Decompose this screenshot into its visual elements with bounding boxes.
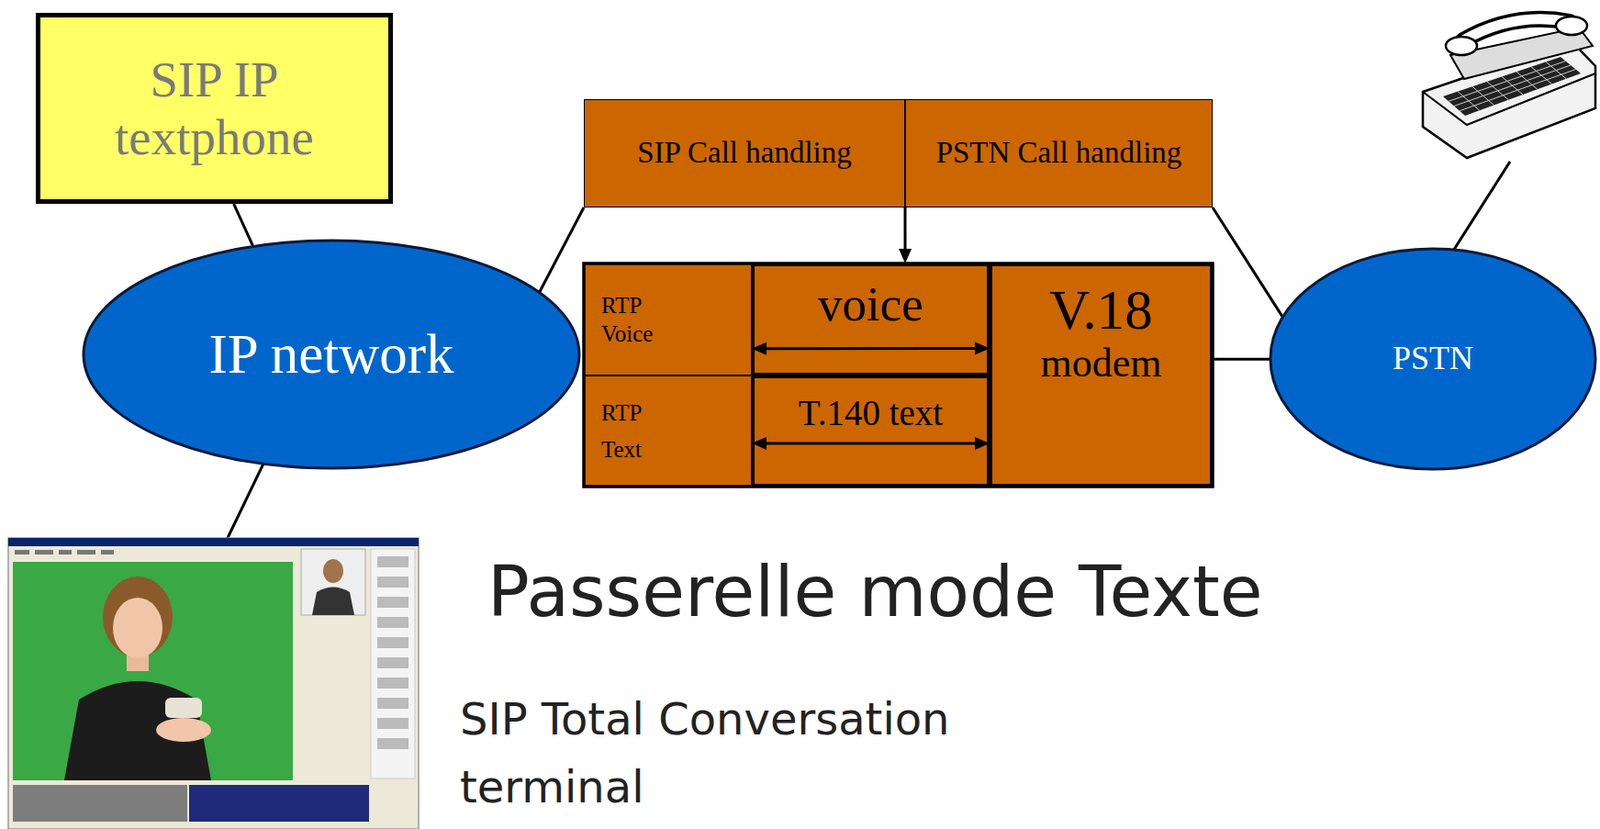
menu-mark — [77, 549, 96, 555]
node-content: voice — [817, 277, 924, 331]
key-column — [1516, 71, 1538, 90]
toolbar-icon — [377, 717, 409, 729]
node-content: RTP Text — [601, 394, 675, 469]
terminal-screenshot — [8, 537, 419, 829]
node-content: PSTN Call handling — [936, 134, 1183, 172]
toolbar-icon — [377, 556, 409, 568]
handset-cup — [1555, 16, 1588, 35]
window-titlebar — [8, 537, 419, 547]
person-hair — [102, 576, 173, 658]
toolbar-icon — [377, 596, 409, 608]
connector-line — [539, 207, 584, 292]
self-view-body — [312, 587, 355, 616]
key-row — [1454, 65, 1571, 107]
key-column — [1531, 67, 1553, 85]
node-content: V.18modem — [1040, 280, 1163, 389]
toolbar-icon — [377, 637, 409, 649]
text-pane — [189, 784, 370, 822]
toolbar — [370, 548, 415, 779]
terminal-label: SIP Total Conversation terminal — [459, 684, 1094, 822]
node-label: RTP Text — [601, 394, 675, 469]
toolbar-icon — [377, 576, 409, 588]
node-sublabel: modem — [1040, 339, 1163, 389]
toolbar-icon — [377, 738, 409, 750]
node-label: RTP Voice — [601, 290, 675, 349]
textphone-illustration — [1422, 16, 1596, 158]
node-content: SIP IP textphone — [77, 50, 353, 168]
connector-line — [1212, 207, 1283, 316]
self-view-head — [323, 559, 344, 583]
key-row — [1459, 69, 1577, 112]
self-view — [301, 548, 366, 616]
key-column — [1457, 91, 1480, 112]
menu-mark — [58, 549, 72, 555]
node-label: SIP Call handling — [637, 134, 851, 172]
textphone-keyboard — [1443, 56, 1581, 116]
key-column — [1487, 81, 1509, 101]
node-content: PSTN — [1392, 339, 1474, 378]
node-label: PSTN Call handling — [936, 134, 1183, 172]
toolbar-icon — [377, 657, 409, 669]
ellipse-shape — [1270, 248, 1596, 470]
node-label: T.140 text — [798, 392, 943, 435]
menu-mark — [34, 549, 54, 555]
ellipse-shape — [83, 240, 580, 469]
call-handling-box: SIP Call handling — [583, 99, 906, 208]
connector-line — [234, 203, 254, 246]
rtp-box: RTP Voice — [583, 263, 752, 376]
node-label: SIP IP textphone — [77, 50, 353, 168]
network-ellipse: PSTN — [1268, 246, 1598, 471]
toolbar-icon — [377, 697, 409, 709]
key-row — [1448, 61, 1567, 102]
arrowhead — [898, 248, 912, 264]
node-content: T.140 text — [798, 392, 943, 435]
call-handling-box: PSTN Call handling — [905, 99, 1213, 208]
person-hand — [156, 717, 212, 742]
media-box: voice — [751, 263, 990, 376]
handset-outline — [1463, 19, 1570, 41]
gateway-media-region — [583, 263, 1213, 487]
node-label: PSTN — [1392, 339, 1474, 378]
textphone-box: SIP IP textphone — [35, 12, 393, 204]
node-content: IP network — [208, 322, 454, 387]
terminal-wire — [226, 463, 264, 540]
media-box: T.140 text — [751, 375, 990, 487]
network-ellipse: IP network — [81, 238, 582, 470]
node-content: SIP Call handling — [637, 134, 851, 172]
handset-cup — [1445, 36, 1477, 56]
key-column — [1472, 86, 1495, 105]
toolbar-icon — [377, 677, 409, 689]
rtp-box: RTP Text — [583, 375, 752, 487]
video-panel — [12, 561, 293, 781]
key-column — [1545, 61, 1567, 79]
toolbar-icon — [377, 616, 409, 628]
person-sleeve — [165, 697, 202, 718]
modem-box: V.18modem — [989, 263, 1213, 487]
person-body — [64, 681, 212, 781]
node-label: voice — [817, 277, 924, 331]
slide-title: Passerelle mode Texte — [487, 550, 1264, 633]
node-content: RTP Voice — [601, 290, 675, 349]
menu-mark — [100, 549, 114, 555]
connector-line — [1212, 358, 1270, 361]
keyboard-keys — [1448, 61, 1577, 112]
connector-arrow — [766, 346, 975, 350]
textphone-wire — [1450, 161, 1511, 256]
handset — [1463, 19, 1570, 41]
key-column — [1501, 77, 1523, 96]
window-frame — [8, 537, 419, 829]
person-face — [112, 597, 163, 659]
node-label: IP network — [208, 322, 454, 387]
menu-mark — [14, 549, 30, 555]
text-pane — [12, 784, 188, 822]
connector-arrow — [766, 441, 975, 445]
node-label: V.18 — [1049, 280, 1153, 340]
